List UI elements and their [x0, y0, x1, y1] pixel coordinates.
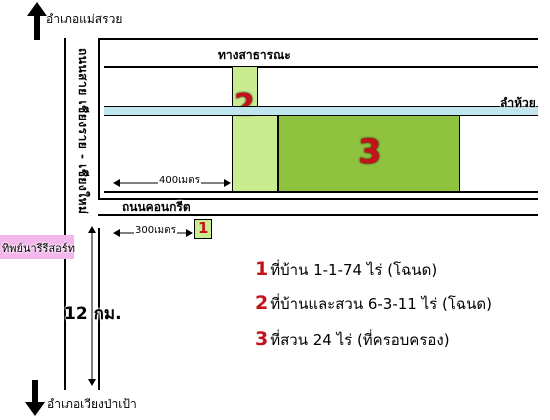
distance-label-to-plot2: 400เมตร: [158, 173, 201, 188]
upper-block-bottom-line: [104, 191, 538, 193]
plot-3-number: 3: [358, 132, 382, 172]
highway-edge-left: [64, 38, 66, 390]
legend-number-2: 2: [255, 292, 269, 314]
top-road-line: [98, 38, 538, 40]
north-destination-label: อำเภอแม่สรวย: [46, 12, 123, 26]
south-destination-label: อำเภอเวียงป่าเป้า: [47, 397, 137, 411]
concrete-road-label: ถนนคอนกรีต: [122, 200, 191, 214]
legend-number-1: 1: [255, 258, 269, 280]
km-distance-arrow: [86, 226, 98, 386]
legend-text-3: ที่สวน 24 ไร่ (ที่ครอบครอง): [270, 331, 450, 349]
concrete-road-bottom-line: [98, 214, 538, 216]
south-arrow-icon: [25, 380, 45, 416]
highway-edge-right-upper: [98, 38, 100, 200]
km-label: 12 กม.: [64, 304, 122, 324]
stream-label: ลำห้วย: [500, 96, 536, 110]
legend-text-1: ที่บ้าน 1-1-74 ไร่ (โฉนด): [270, 261, 438, 279]
plot-1-area: [194, 219, 212, 239]
concrete-road-top-line: [98, 198, 538, 200]
plot-1-number: 1: [198, 219, 209, 237]
resort-label: ทิพย์นารีรีสอร์ท: [2, 242, 75, 255]
public-way-label: ทางสาธารณะ: [218, 48, 291, 62]
distance-label-to-plot1: 300เมตร: [134, 223, 177, 238]
highway-label: ถนนสาย เชียงราย - เชียงใหม่: [76, 48, 90, 215]
highway-edge-right: [98, 228, 100, 390]
plot-2-lower-area: [232, 114, 278, 192]
legend-number-3: 3: [255, 328, 269, 350]
resort-marker: [0, 235, 74, 259]
upper-block-top-line: [104, 66, 538, 68]
north-arrow-icon: [27, 2, 47, 40]
stream-band: [104, 106, 538, 116]
legend-text-2: ที่บ้านและสวน 6-3-11 ไร่ (โฉนด): [270, 295, 492, 313]
